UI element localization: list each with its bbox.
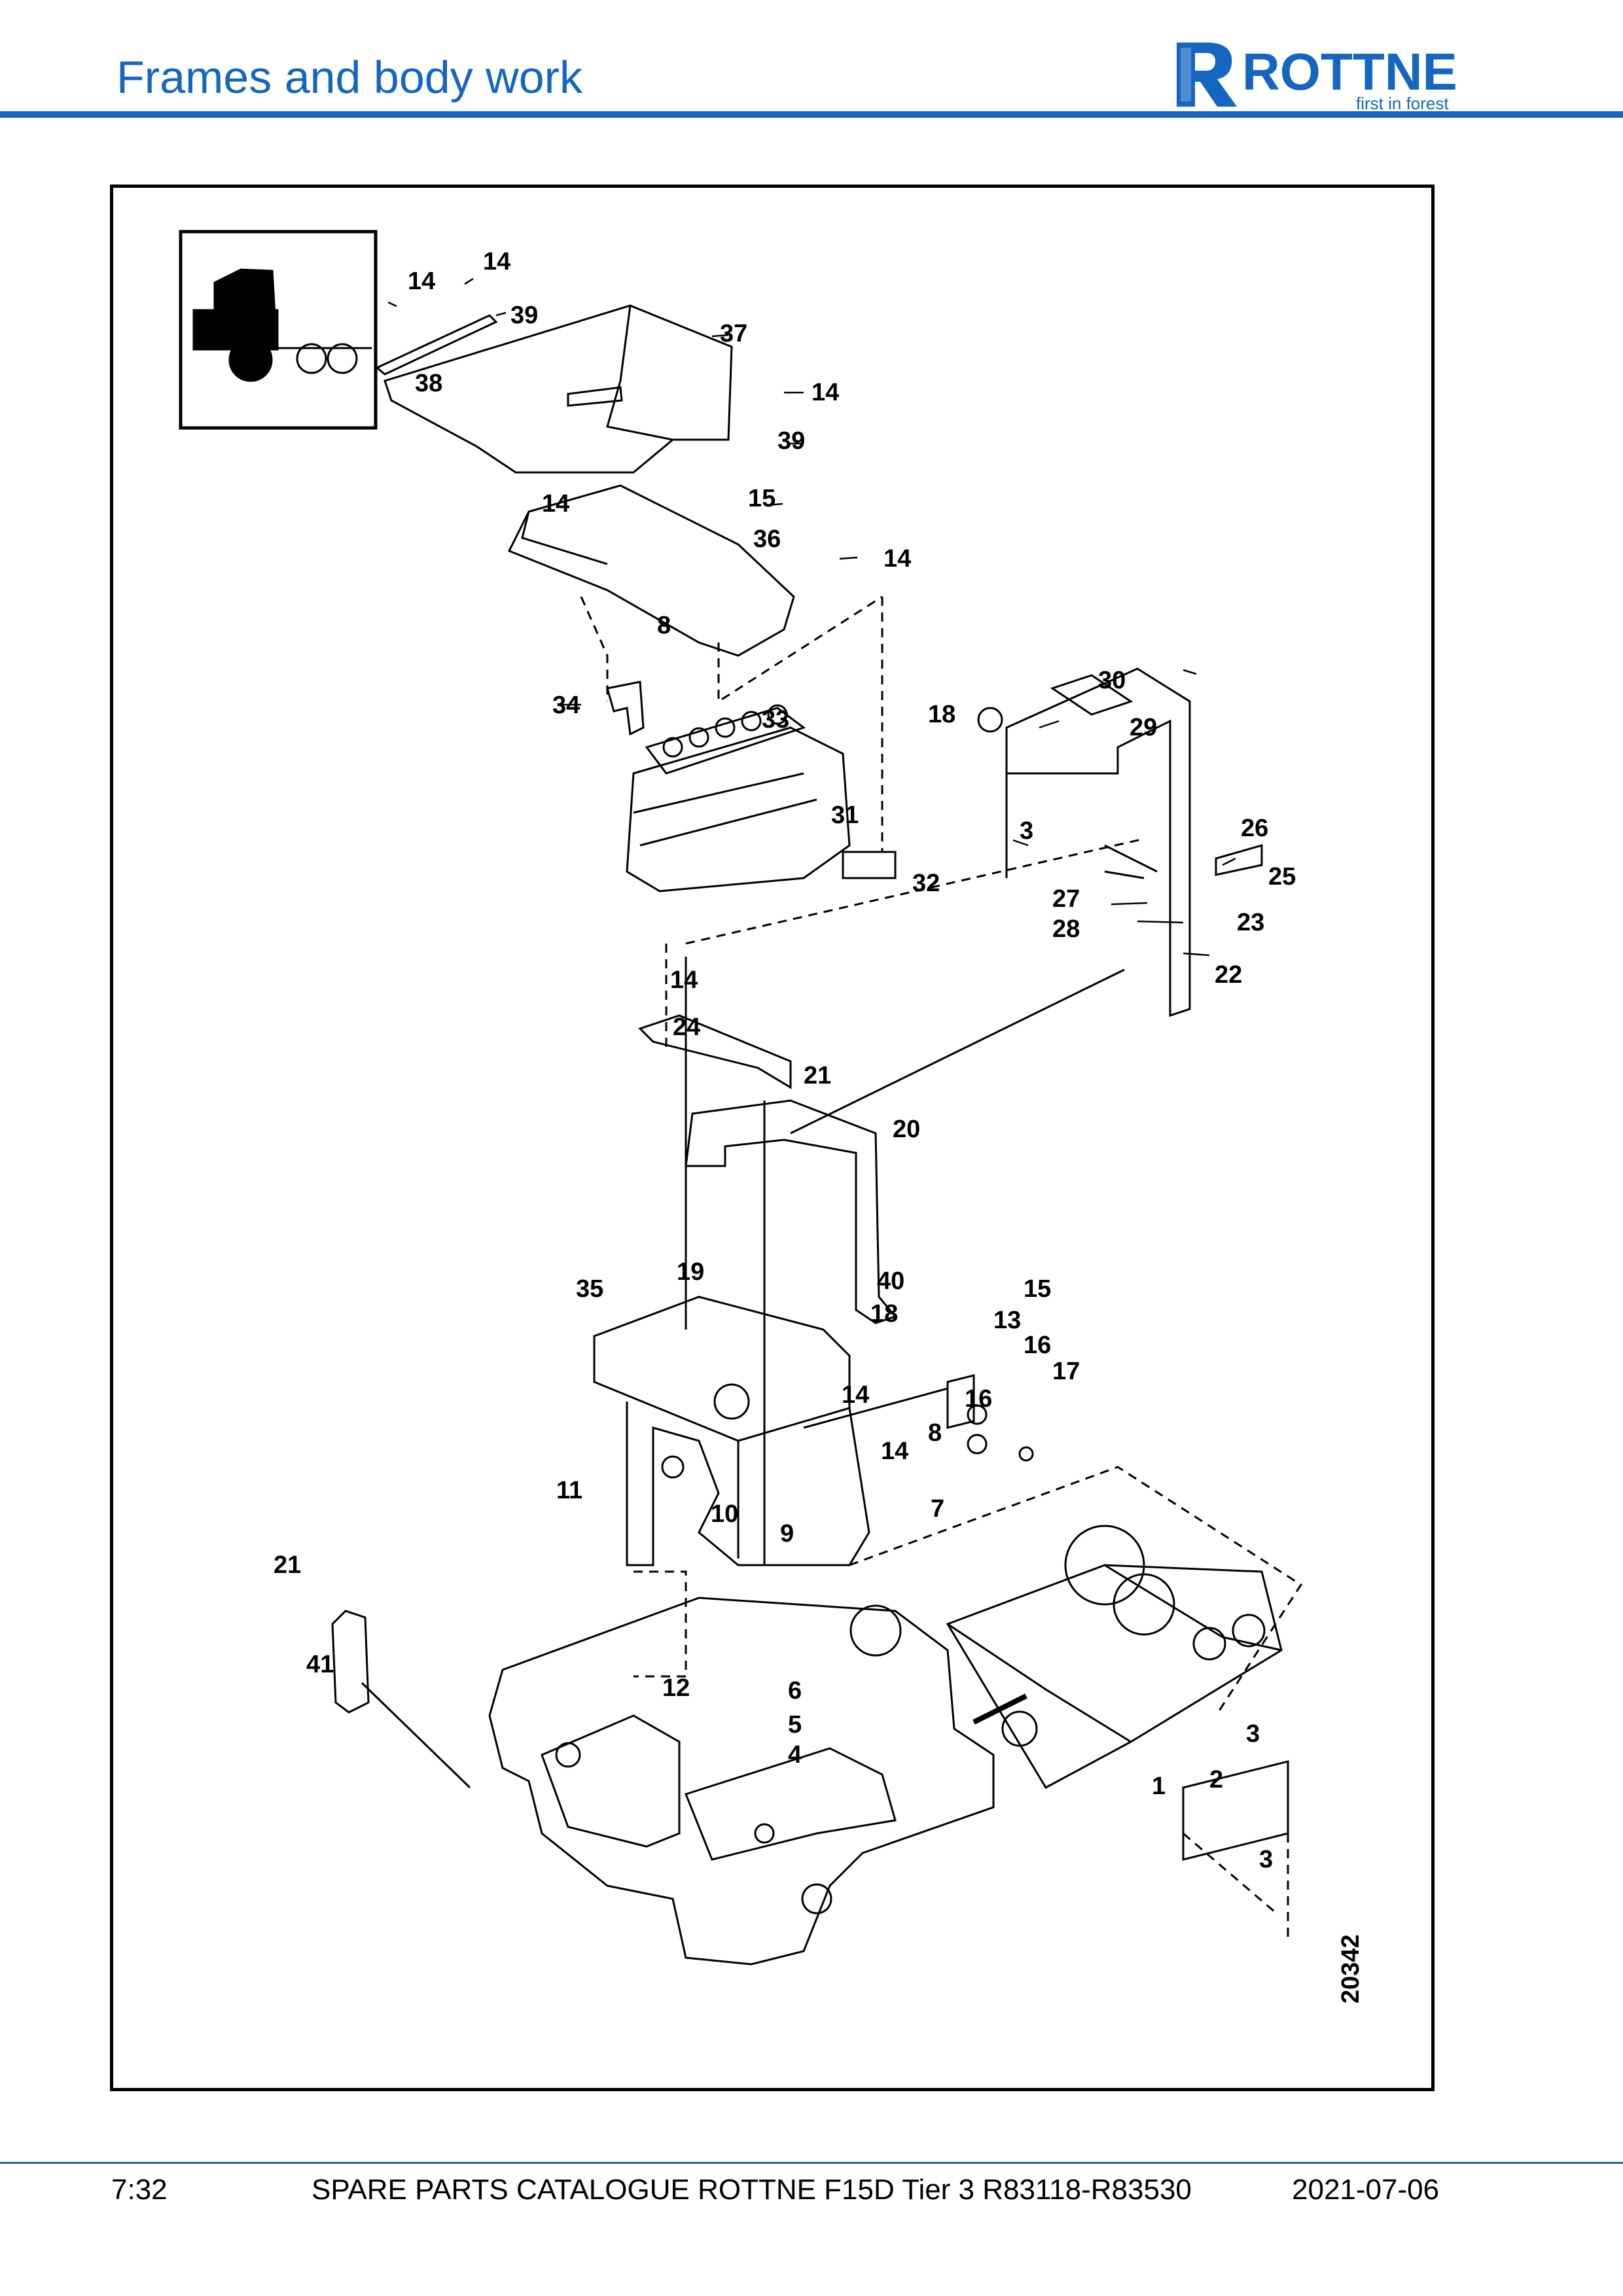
callout-21: 21	[804, 1062, 831, 1089]
callout-14: 14	[812, 379, 839, 406]
control-valve-block	[626, 704, 897, 892]
tank-1	[946, 1525, 1283, 1789]
callout-26: 26	[1241, 815, 1268, 842]
page-title: Frames and body work	[116, 52, 582, 103]
callout-3: 3	[1259, 1846, 1273, 1873]
callout-14: 14	[883, 545, 911, 573]
callout-12: 12	[662, 1674, 690, 1702]
logo-wordmark: ROTTNE	[1242, 43, 1457, 101]
callout-27: 27	[1052, 885, 1080, 913]
footer-page-number: 7:32	[111, 2174, 168, 2206]
callout-19: 19	[677, 1258, 704, 1286]
callout-39: 39	[777, 427, 805, 455]
callout-39: 39	[510, 302, 538, 329]
callout-1: 1	[1152, 1773, 1166, 1800]
callout-31: 31	[831, 802, 859, 829]
exploded-parts-drawing: 14 14 39 37 38 14 39 14 15 36 14 8 34 33…	[179, 230, 1364, 2004]
callout-22: 22	[1215, 961, 1242, 989]
callout-14: 14	[483, 248, 510, 275]
callout-9: 9	[780, 1520, 794, 1547]
callout-3: 3	[1020, 817, 1033, 845]
main-chassis-frame	[488, 1597, 995, 1966]
callout-6: 6	[788, 1677, 802, 1704]
cab-silhouette-icon	[213, 268, 276, 317]
callout-2: 2	[1209, 1766, 1223, 1793]
bracket-34	[606, 680, 645, 736]
plate-2	[1182, 1760, 1289, 1861]
callout-34: 34	[552, 692, 580, 719]
cover-plate-37	[383, 304, 733, 474]
callout-14: 14	[842, 1381, 869, 1409]
cover-41	[331, 1610, 370, 1714]
figure-number: 20342	[1337, 1934, 1364, 2004]
callout-10: 10	[711, 1500, 738, 1528]
callout-14: 14	[542, 490, 569, 518]
callout-15: 15	[1024, 1275, 1051, 1303]
callout-28: 28	[1052, 915, 1080, 943]
callout-3: 3	[1246, 1720, 1260, 1748]
callout-41: 41	[306, 1651, 334, 1678]
footer-date: 2021-07-06	[1292, 2174, 1440, 2206]
callout-16: 16	[1024, 1332, 1051, 1359]
callout-30: 30	[1098, 667, 1126, 694]
callout-13: 13	[993, 1307, 1021, 1334]
rottne-emblem-icon	[1177, 43, 1237, 107]
callout-35: 35	[576, 1275, 603, 1303]
callout-21: 21	[274, 1551, 301, 1579]
callout-14: 14	[670, 966, 698, 994]
footer-catalogue-title: SPARE PARTS CATALOGUE ROTTNE F15D Tier 3…	[312, 2174, 1192, 2206]
callout-32: 32	[912, 870, 940, 897]
frame-section-10	[593, 1296, 870, 1566]
callout-7: 7	[931, 1495, 944, 1523]
bracket-13	[946, 1374, 975, 1429]
callout-8: 8	[657, 612, 671, 639]
bracket-20	[685, 1099, 897, 1324]
callout-4: 4	[788, 1741, 802, 1769]
callout-33: 33	[762, 706, 789, 733]
logo-tagline: first in forest	[1356, 94, 1449, 113]
bracket-36	[507, 484, 795, 657]
rottne-logo: ROTTNE first in forest	[1177, 43, 1457, 113]
bracket-24	[638, 1014, 792, 1089]
callout-18: 18	[870, 1300, 898, 1328]
callout-18: 18	[928, 701, 955, 728]
machine-thumbnail	[179, 230, 378, 430]
callout-14: 14	[408, 268, 435, 295]
callout-15: 15	[748, 485, 776, 512]
callout-36: 36	[753, 525, 781, 553]
column-22	[1005, 667, 1191, 1017]
header-divider	[0, 111, 1623, 118]
drawing-frame	[110, 185, 1435, 2091]
callout-5: 5	[788, 1711, 802, 1739]
callout-16: 16	[965, 1385, 992, 1413]
callout-11: 11	[556, 1477, 582, 1504]
callout-17: 17	[1052, 1358, 1080, 1385]
callout-20: 20	[893, 1116, 920, 1143]
callout-8: 8	[928, 1419, 942, 1447]
callout-38: 38	[415, 370, 442, 397]
callout-37: 37	[720, 320, 747, 347]
callout-14: 14	[881, 1438, 908, 1465]
callout-29: 29	[1130, 714, 1157, 741]
footer-divider	[0, 2162, 1623, 2164]
callout-40: 40	[877, 1267, 904, 1295]
callout-24: 24	[673, 1014, 700, 1041]
callout-23: 23	[1237, 909, 1264, 936]
callout-25: 25	[1268, 863, 1296, 891]
